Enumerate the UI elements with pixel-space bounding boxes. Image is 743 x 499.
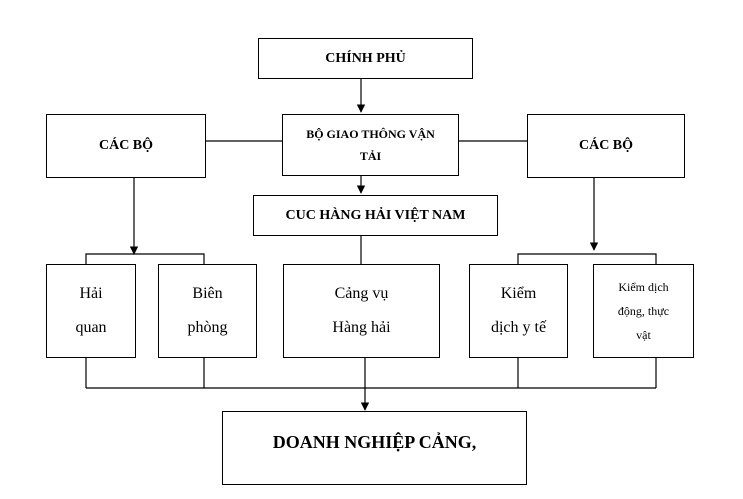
node-port-authority-line2: Hàng hải bbox=[332, 319, 391, 336]
node-government-label: CHÍNH PHỦ bbox=[325, 50, 406, 66]
node-border-guard: Biên phòng bbox=[158, 264, 257, 358]
node-animal-plant-quarantine-line2: động, thực bbox=[617, 304, 670, 318]
node-port-authority: Cảng vụ Hàng hải bbox=[283, 264, 440, 358]
node-border-guard-line2: phòng bbox=[187, 319, 228, 336]
node-health-quarantine-line1: Kiểm bbox=[500, 285, 537, 302]
node-customs-line2: quan bbox=[75, 319, 107, 336]
node-animal-plant-quarantine-line1: Kiểm dịch bbox=[618, 280, 669, 294]
node-port-enterprise: DOANH NGHIỆP CẢNG, bbox=[222, 411, 527, 485]
node-ministries-left: CÁC BỘ bbox=[46, 114, 206, 178]
node-ministry-transport-line1: BỘ GIAO THÔNG VẬN bbox=[306, 127, 435, 141]
bracket-right-top bbox=[517, 253, 657, 264]
node-port-enterprise-label: DOANH NGHIỆP CẢNG, bbox=[272, 432, 477, 452]
node-ministry-transport: BỘ GIAO THÔNG VẬN TẢI bbox=[282, 114, 459, 176]
node-animal-plant-quarantine-line3: vật bbox=[636, 328, 651, 342]
node-ministry-transport-line2: TẢI bbox=[359, 149, 382, 163]
node-government: CHÍNH PHỦ bbox=[258, 38, 473, 79]
node-customs-line1: Hải bbox=[79, 285, 103, 302]
node-ministries-right: CÁC BỘ bbox=[527, 114, 685, 178]
node-port-authority-line1: Cảng vụ bbox=[334, 285, 389, 302]
node-customs: Hải quan bbox=[46, 264, 136, 358]
node-ministries-left-label: CÁC BỘ bbox=[98, 138, 154, 153]
node-ministries-right-label: CÁC BỘ bbox=[578, 138, 634, 153]
node-health-quarantine-line2: dịch y tế bbox=[490, 319, 547, 336]
bracket-left-top bbox=[85, 253, 205, 264]
node-border-guard-line1: Biên bbox=[192, 285, 223, 302]
node-maritime-admin-label: CUC HÀNG HẢI VIỆT NAM bbox=[285, 207, 466, 223]
node-animal-plant-quarantine: Kiểm dịch động, thực vật bbox=[593, 264, 694, 358]
node-health-quarantine: Kiểm dịch y tế bbox=[469, 264, 568, 358]
node-maritime-admin: CUC HÀNG HẢI VIỆT NAM bbox=[253, 195, 498, 236]
